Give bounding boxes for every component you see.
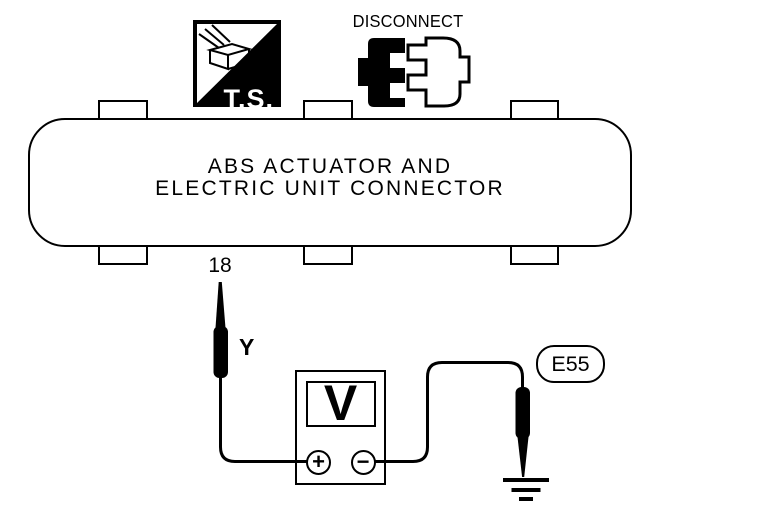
connector-tab-bottom-middle: [303, 246, 353, 265]
connector-tab-top-left: [98, 99, 148, 118]
minus-icon: −: [356, 449, 370, 474]
connector-title-line2: ELECTRIC UNIT CONNECTOR: [155, 176, 505, 200]
voltmeter: V + −: [295, 370, 386, 485]
tester-box-drawing: [198, 24, 253, 71]
connector-tab-bottom-left: [98, 246, 148, 265]
tester-icon: T.S.: [193, 20, 281, 113]
voltmeter-display-label: V: [323, 374, 358, 431]
plus-icon: +: [312, 449, 325, 474]
disconnect-female-half: [406, 36, 471, 108]
connector-tab-top-right: [510, 99, 559, 118]
disconnect-male-half: [358, 38, 405, 107]
disconnect-label: DISCONNECT: [352, 11, 464, 31]
ground-connector-label: E55: [551, 351, 590, 376]
test-probe-body-right: [515, 387, 530, 439]
connector-tab-top-middle: [303, 99, 353, 118]
ground-symbol-icon: [503, 478, 549, 501]
disconnect-connector-icon: [358, 36, 471, 108]
voltmeter-display: V: [305, 374, 376, 431]
terminal-number-label: 18: [208, 254, 232, 277]
abs-connector-body: ABS ACTUATOR AND ELECTRIC UNIT CONNECTOR: [28, 118, 632, 247]
voltmeter-negative-terminal: −: [350, 449, 376, 475]
wire-right: [362, 361, 524, 463]
test-probe-body-left: [213, 326, 228, 378]
test-probe-needle-right: [517, 437, 529, 477]
tester-icon-label: T.S.: [223, 84, 274, 114]
wire-left: [219, 376, 317, 463]
wire-color-label: Y: [239, 334, 255, 360]
ground-connector-badge: E55: [536, 345, 605, 383]
test-probe-needle-left: [215, 282, 226, 328]
tester-icon-art: [193, 20, 281, 107]
tester-icon-black-triangle: [195, 22, 279, 105]
connector-title-line1: ABS ACTUATOR AND: [207, 154, 453, 178]
connector-tab-bottom-right: [510, 246, 559, 265]
voltmeter-positive-terminal: +: [306, 450, 331, 475]
